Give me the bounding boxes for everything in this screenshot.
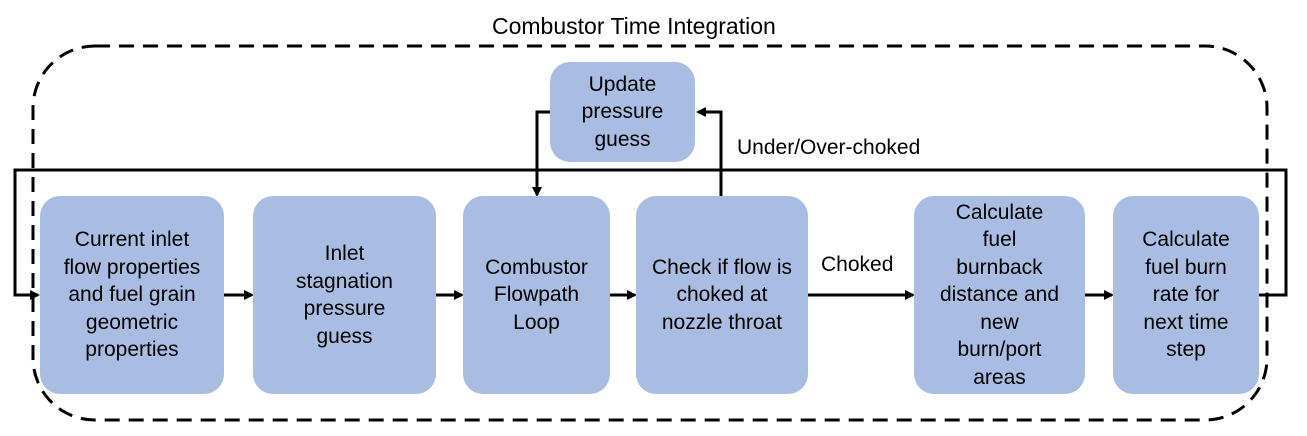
box-inlet-properties-text: Current inlet flow properties and fuel g… — [63, 228, 201, 362]
box-burnback: Calculate fuel burnback distance and new… — [914, 196, 1085, 394]
box-burn-rate-text: Calculate fuel burn rate for next time s… — [1142, 228, 1230, 362]
box-pressure-guess: Inlet stagnation pressure guess — [253, 196, 436, 394]
box-check-choked-text: Check if flow is choked at nozzle throat — [651, 255, 793, 334]
box-check-choked: Check if flow is choked at nozzle throat — [636, 196, 808, 394]
arrow-check-to-update — [696, 107, 723, 196]
box-pressure-guess-text: Inlet stagnation pressure guess — [296, 242, 393, 348]
feedback-loop-line — [13, 168, 1288, 300]
arrow-update-to-loop — [532, 110, 550, 197]
box-burn-rate: Calculate fuel burn rate for next time s… — [1113, 196, 1259, 394]
diagram-title: Combustor Time Integration — [492, 13, 776, 39]
label-choked: Choked — [821, 253, 894, 276]
box-flowpath-loop: Combustor Flowpath Loop — [463, 196, 610, 394]
box-update-pressure-text: Update pressure guess — [581, 72, 664, 151]
box-update-pressure: Update pressure guess — [550, 62, 695, 162]
box-flowpath-loop-text: Combustor Flowpath Loop — [485, 255, 588, 334]
time-integration-loop-border — [31, 44, 1269, 422]
box-burnback-text: Calculate fuel burnback distance and new… — [939, 200, 1060, 389]
box-inlet-properties: Current inlet flow properties and fuel g… — [40, 196, 224, 394]
label-under-over-choked: Under/Over-choked — [737, 136, 921, 159]
